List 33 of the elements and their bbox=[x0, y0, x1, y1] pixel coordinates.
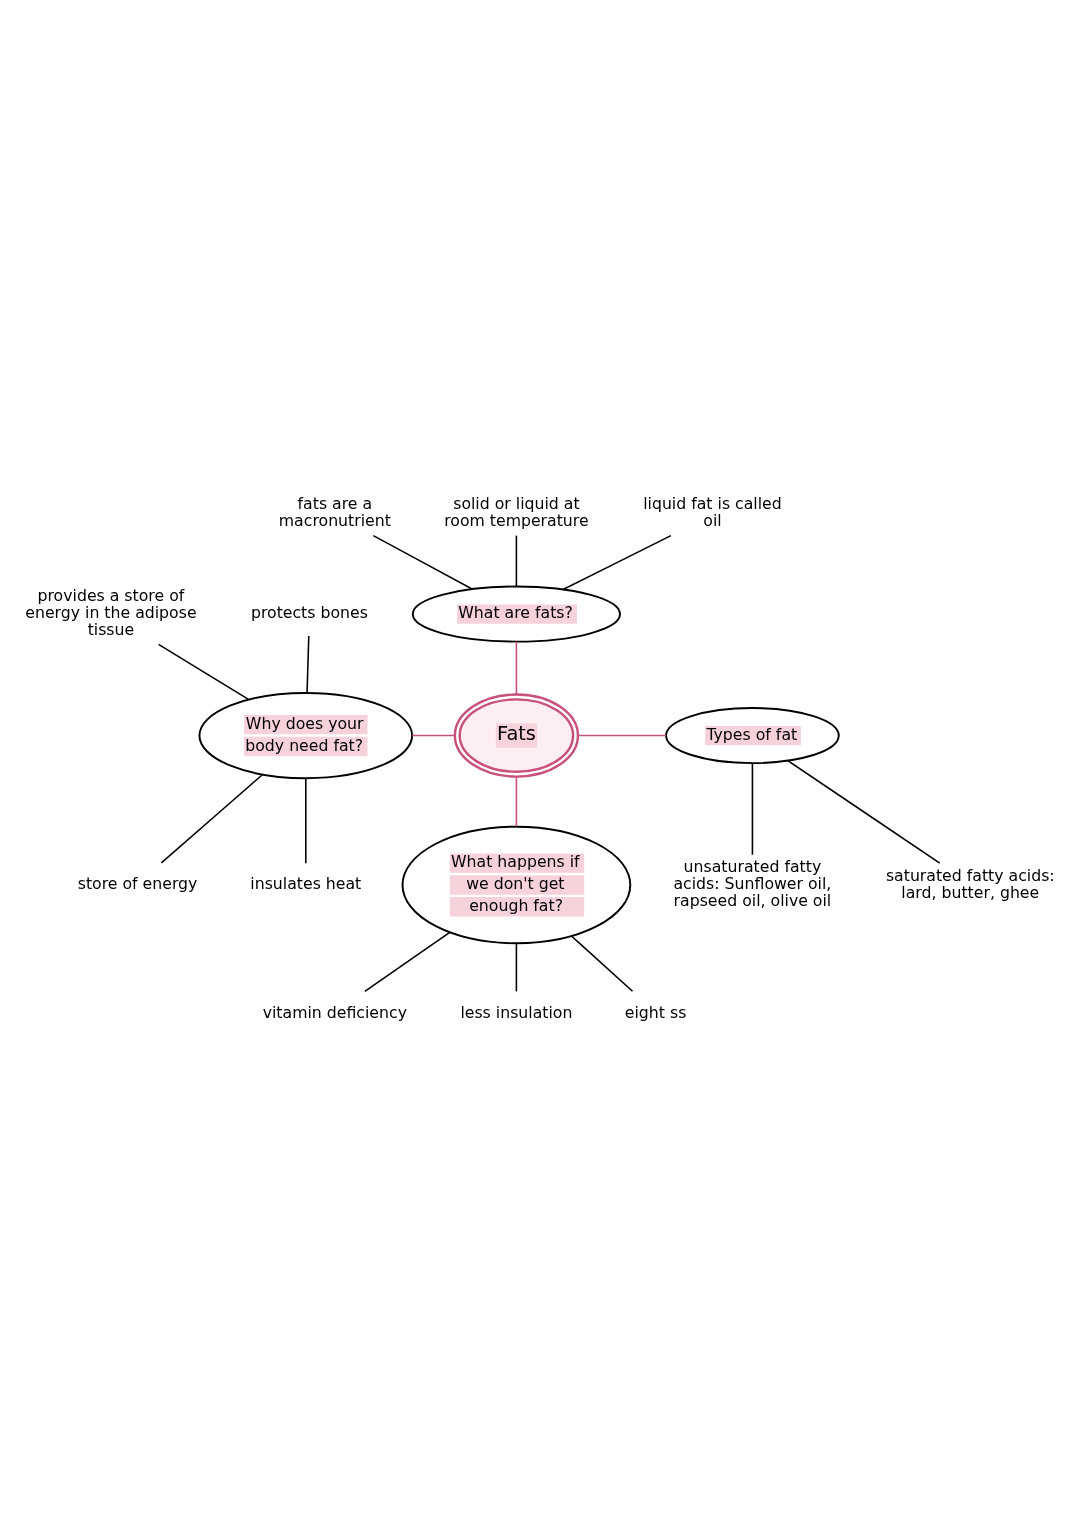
node-text: liquid fat is called oil bbox=[643, 494, 782, 531]
connector bbox=[160, 774, 263, 864]
node-ellipse: What happens if we don't get enough fat? bbox=[401, 825, 632, 945]
node-ellipse: Fats bbox=[453, 693, 580, 778]
node-text: eight ss bbox=[624, 1002, 687, 1022]
connector bbox=[515, 640, 518, 696]
node-text: solid or liquid at room temperature bbox=[444, 494, 589, 531]
node-text: less insulation bbox=[460, 1002, 573, 1022]
node-ellipse: Why does your body need fat? bbox=[198, 692, 414, 780]
node-text: protects bones bbox=[250, 603, 368, 623]
connector bbox=[411, 734, 456, 737]
connector bbox=[751, 762, 754, 856]
connector bbox=[787, 759, 941, 864]
connector bbox=[570, 935, 634, 993]
node-text: fats are a macronutrient bbox=[278, 494, 391, 531]
node-text: provides a store of energy in the adipose tissue bbox=[25, 586, 197, 640]
node-text: insulates heat bbox=[250, 874, 362, 894]
connector bbox=[306, 635, 310, 694]
connector bbox=[157, 643, 250, 701]
node-ellipse: What are fats? bbox=[411, 585, 621, 643]
node-text: store of energy bbox=[77, 874, 198, 894]
connector bbox=[562, 534, 672, 591]
connector bbox=[577, 734, 667, 737]
connector bbox=[515, 534, 518, 588]
node-text: vitamin deficiency bbox=[262, 1002, 407, 1022]
connector bbox=[515, 942, 518, 993]
connector bbox=[372, 534, 474, 590]
node-ellipse: Types of fat bbox=[665, 707, 840, 765]
connector bbox=[515, 775, 518, 828]
connector bbox=[305, 777, 307, 864]
connector bbox=[364, 931, 451, 993]
node-text: saturated fatty acids: lard, butter, ghee bbox=[885, 865, 1055, 902]
node-text: unsaturated fatty acids: Sunflower oil, rapseed oil, olive oil bbox=[673, 857, 832, 911]
